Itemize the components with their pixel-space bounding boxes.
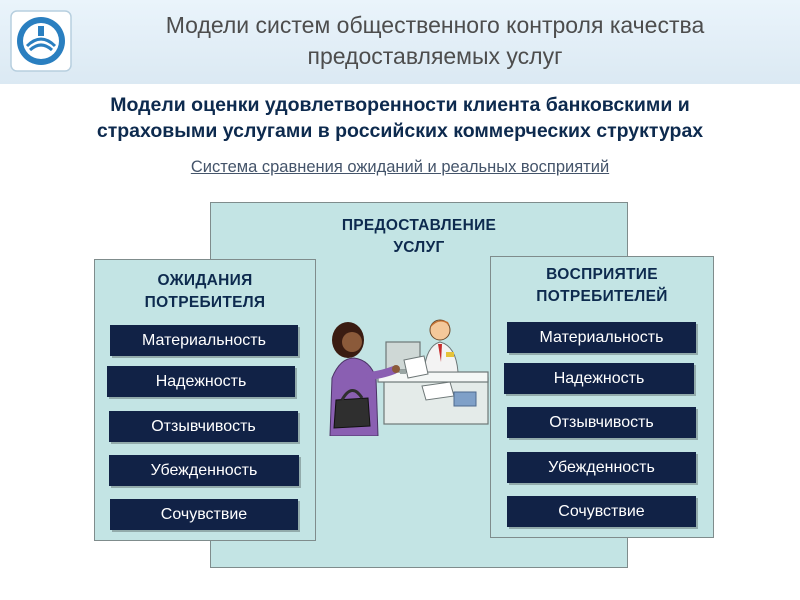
right-panel-title-line1: ВОСПРИЯТИЕ [546,266,658,283]
subtitle: Модели оценки удовлетворенности клиента … [0,92,800,144]
right-item-materiality: Материальность [507,322,696,353]
page-title: Модели систем общественного контроля кач… [85,10,785,72]
right-item-reliability: Надежность [504,363,694,394]
page-title-line1: Модели систем общественного контроля кач… [165,12,705,38]
left-item-responsiveness: Отзывчивость [109,411,298,442]
left-item-materiality: Материальность [110,325,298,356]
header-band [0,0,800,84]
page-title-line2: предоставляемых услуг [307,43,563,69]
right-item-assurance: Убежденность [507,452,696,483]
logo-icon [10,10,72,72]
papers-shape [403,355,429,379]
subtitle-line1: Модели оценки удовлетворенности клиента … [110,94,690,116]
right-item-responsiveness: Отзывчивость [507,407,696,438]
left-item-empathy: Сочувствие [110,499,298,530]
right-panel-title: ВОСПРИЯТИЕ ПОТРЕБИТЕЛЕЙ [491,264,713,308]
left-panel: ОЖИДАНИЯ ПОТРЕБИТЕЛЯ Материальность Наде… [94,259,316,541]
system-link[interactable]: Система сравнения ожиданий и реальных во… [190,158,610,176]
monitor-shape [385,341,421,371]
center-panel-title: ПРЕДОСТАВЛЕНИЕ УСЛУГ [211,215,627,259]
right-panel-title-line2: ПОТРЕБИТЕЛЕЙ [536,288,668,305]
right-panel: ВОСПРИЯТИЕ ПОТРЕБИТЕЛЕЙ Материальность Н… [490,256,714,538]
center-panel-title-line1: ПРЕДОСТАВЛЕНИЕ [341,217,497,234]
left-item-reliability: Надежность [107,366,295,397]
left-item-assurance: Убежденность [109,455,299,486]
customer-service-illustration [329,319,489,436]
subtitle-line2: страховыми услугами в российских коммерч… [96,120,704,142]
left-panel-title-line2: ПОТРЕБИТЕЛЯ [144,294,266,311]
left-panel-title-line1: ОЖИДАНИЯ [157,272,253,289]
center-panel-title-line2: УСЛУГ [393,239,445,256]
right-item-empathy: Сочувствие [507,496,696,527]
clerk-head [429,319,451,341]
handbag-shape [333,397,371,429]
customer-head [342,332,362,352]
left-panel-title: ОЖИДАНИЯ ПОТРЕБИТЕЛЯ [95,270,315,314]
